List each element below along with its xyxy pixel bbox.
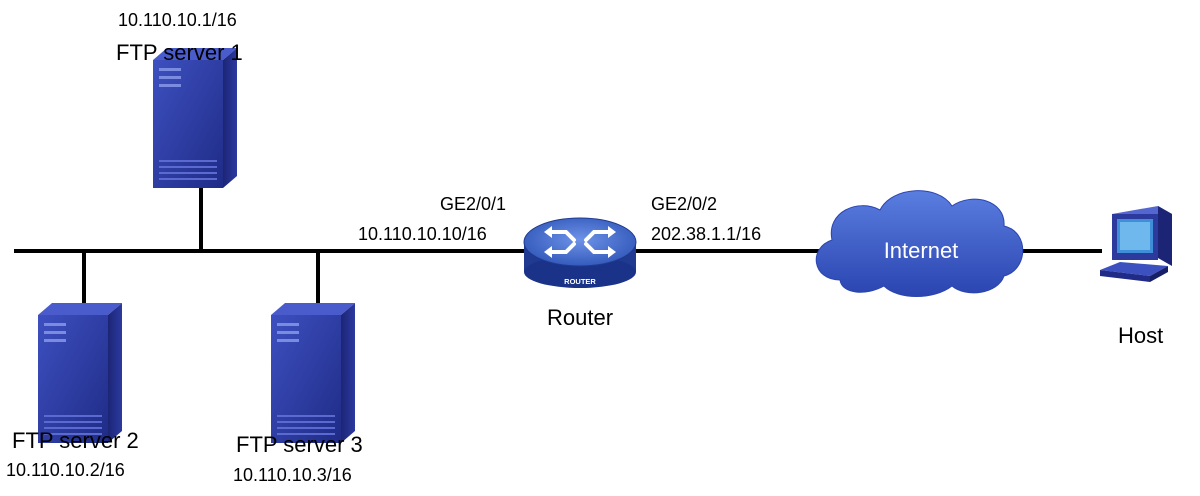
ftp-server-1-ip: 10.110.10.1/16 xyxy=(118,10,237,30)
computer-icon xyxy=(1100,206,1172,282)
ftp-server-1-name: FTP server 1 xyxy=(116,40,243,65)
host-label: Host xyxy=(1118,323,1163,348)
ftp-server-2-name: FTP server 2 xyxy=(12,428,139,453)
router-right-interface: GE2/0/2 xyxy=(651,194,717,214)
cloud-icon xyxy=(815,190,1024,297)
router-icon: ROUTER xyxy=(523,217,637,288)
router-left-interface: GE2/0/1 xyxy=(440,194,506,214)
router: ROUTER Router GE2/0/1 10.110.10.10/16 GE… xyxy=(358,194,761,330)
server-icon xyxy=(271,303,355,443)
ftp-server-1: 10.110.10.1/16 FTP server 1 xyxy=(116,10,243,188)
ftp-server-2-ip: 10.110.10.2/16 xyxy=(6,460,125,480)
connection-lines xyxy=(14,182,1102,318)
ftp-server-3-name: FTP server 3 xyxy=(236,432,363,457)
ftp-server-3: FTP server 3 10.110.10.3/16 xyxy=(233,303,363,485)
router-left-ip: 10.110.10.10/16 xyxy=(358,224,487,244)
internet-cloud: Internet xyxy=(815,190,1024,297)
router-label: Router xyxy=(547,305,613,330)
server-icon xyxy=(38,303,122,443)
router-right-ip: 202.38.1.1/16 xyxy=(651,224,761,244)
router-badge: ROUTER xyxy=(564,277,596,286)
internet-label: Internet xyxy=(884,238,959,263)
server-icon xyxy=(153,48,237,188)
ftp-server-3-ip: 10.110.10.3/16 xyxy=(233,465,352,485)
ftp-server-2: FTP server 2 10.110.10.2/16 xyxy=(6,303,139,480)
host: Host xyxy=(1100,206,1172,348)
